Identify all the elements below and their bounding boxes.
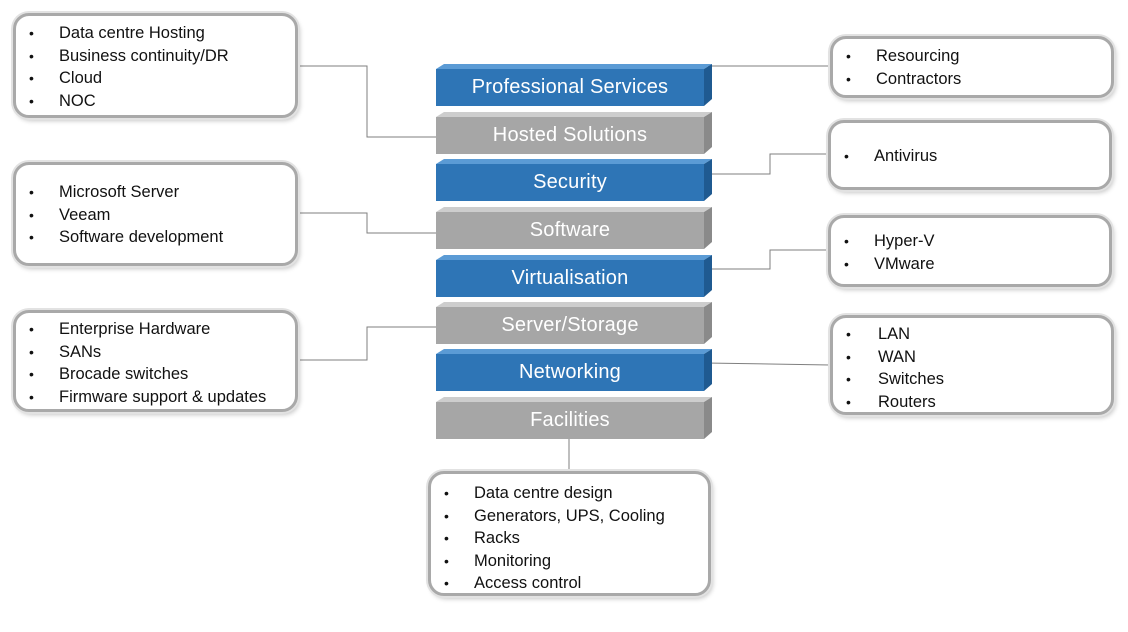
layer-shape [436,397,712,439]
box-security: Antivirus [828,120,1112,190]
layer-label: Security [533,171,607,193]
list-item: LAN [833,323,1111,346]
box-networking: LAN WAN Switches Routers [830,315,1114,415]
connector-software [298,212,436,234]
list-item: Microsoft Server [16,181,295,204]
list-item: Switches [833,368,1111,391]
list-item: Brocade switches [16,363,295,386]
layer-security: Security [436,159,714,201]
layer-label: Server/Storage [501,314,639,336]
list-item: Enterprise Hardware [16,318,295,341]
item-list: Enterprise Hardware SANs Brocade switche… [16,318,295,408]
list-item: Data centre design [431,482,708,505]
list-item: Data centre Hosting [16,22,295,45]
layer-label: Networking [518,361,622,383]
list-item: Business continuity/DR [16,45,295,68]
item-list: Hyper-V VMware [831,230,1109,275]
connector-networking [704,362,831,366]
layer-hosted-solutions: Hosted Solutions [436,112,714,154]
connector-hosted-solutions [298,65,436,138]
list-item: SANs [16,341,295,364]
box-hosted-solutions: Data centre Hosting Business continuity/… [13,13,298,118]
item-list: Data centre Hosting Business continuity/… [16,22,295,112]
layer-label: Facilities [530,409,610,431]
connector-virtualisation [705,249,830,270]
box-software: Microsoft Server Veeam Software developm… [13,162,298,266]
list-item: Software development [16,226,295,249]
list-item: NOC [16,90,295,113]
list-item: Access control [431,572,708,595]
list-item: WAN [833,346,1111,369]
list-item: Resourcing [833,45,1111,68]
layer-networking: Networking [436,349,714,391]
layer-shape [436,255,712,297]
layer-label: Virtualisation [511,267,629,289]
item-list: Resourcing Contractors [833,45,1111,90]
list-item: Contractors [833,68,1111,91]
list-item: Veeam [16,204,295,227]
layer-shape [436,207,712,249]
layer-facilities: Facilities [436,397,714,439]
list-item: Routers [833,391,1111,414]
list-item: Monitoring [431,550,708,573]
list-item: Racks [431,527,708,550]
item-list: LAN WAN Switches Routers [833,323,1111,413]
item-list: Microsoft Server Veeam Software developm… [16,181,295,249]
box-professional-services: Resourcing Contractors [830,36,1114,98]
layer-label: Professional Services [471,76,669,98]
box-server-storage: Enterprise Hardware SANs Brocade switche… [13,310,298,412]
box-facilities: Data centre design Generators, UPS, Cool… [428,471,711,596]
layer-shape [436,302,712,344]
item-list: Antivirus [831,145,1109,168]
layer-shape [436,349,712,391]
layer-software: Software [436,207,714,249]
connector-security [705,153,830,175]
layer-label: Hosted Solutions [492,124,648,146]
layer-label: Software [529,219,611,241]
layer-shape [436,64,712,106]
item-list: Data centre design Generators, UPS, Cool… [431,482,708,595]
layer-professional-services: Professional Services [436,64,714,106]
connector-server-storage [298,326,436,361]
list-item: Antivirus [831,145,1109,168]
list-item: Firmware support & updates [16,386,295,409]
list-item: Hyper-V [831,230,1109,253]
list-item: Generators, UPS, Cooling [431,505,708,528]
layer-server-storage: Server/Storage [436,302,714,344]
layer-virtualisation: Virtualisation [436,255,714,297]
layer-shape [436,159,712,201]
layer-shape [436,112,712,154]
box-virtualisation: Hyper-V VMware [828,215,1112,287]
list-item: Cloud [16,67,295,90]
list-item: VMware [831,253,1109,276]
